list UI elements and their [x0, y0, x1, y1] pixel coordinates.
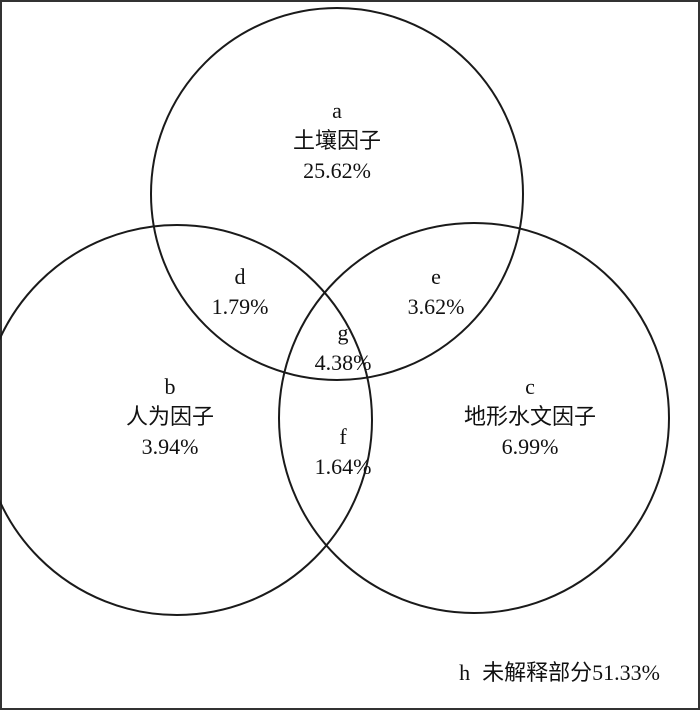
circle-terrain-hydrology [278, 222, 670, 614]
region-a-value: 25.62% [303, 158, 371, 183]
circle-soil [150, 7, 524, 381]
region-c-label: c 地形水文因子 6.99% [430, 372, 630, 462]
region-f-letter: f [339, 424, 347, 449]
region-b-value: 3.94% [141, 434, 199, 459]
region-f-label: f 1.64% [283, 422, 403, 482]
unexplained-label: h 未解释部分51.33% [459, 655, 660, 687]
region-c-name: 地形水文因子 [463, 404, 596, 429]
region-g-value: 4.38% [314, 350, 372, 375]
region-d-label: d 1.79% [180, 262, 300, 322]
region-e-letter: e [431, 264, 441, 289]
region-g-label: g 4.38% [283, 318, 403, 378]
region-e-label: e 3.62% [376, 262, 496, 322]
unexplained-text: 未解释部分51.33% [482, 660, 660, 685]
region-a-letter: a [332, 98, 342, 123]
region-b-name: 人为因子 [125, 404, 214, 429]
region-a-name: 土壤因子 [292, 128, 381, 153]
region-d-letter: d [234, 264, 246, 289]
region-e-value: 3.62% [407, 294, 465, 319]
unexplained-letter: h [459, 660, 471, 685]
region-c-value: 6.99% [501, 434, 559, 459]
region-b-letter: b [164, 374, 176, 399]
region-d-value: 1.79% [211, 294, 269, 319]
region-g-letter: g [337, 320, 349, 345]
region-a-label: a 土壤因子 25.62% [237, 96, 437, 186]
region-f-value: 1.64% [314, 454, 372, 479]
region-c-letter: c [525, 374, 535, 399]
circle-human [0, 224, 373, 616]
region-b-label: b 人为因子 3.94% [70, 372, 270, 462]
